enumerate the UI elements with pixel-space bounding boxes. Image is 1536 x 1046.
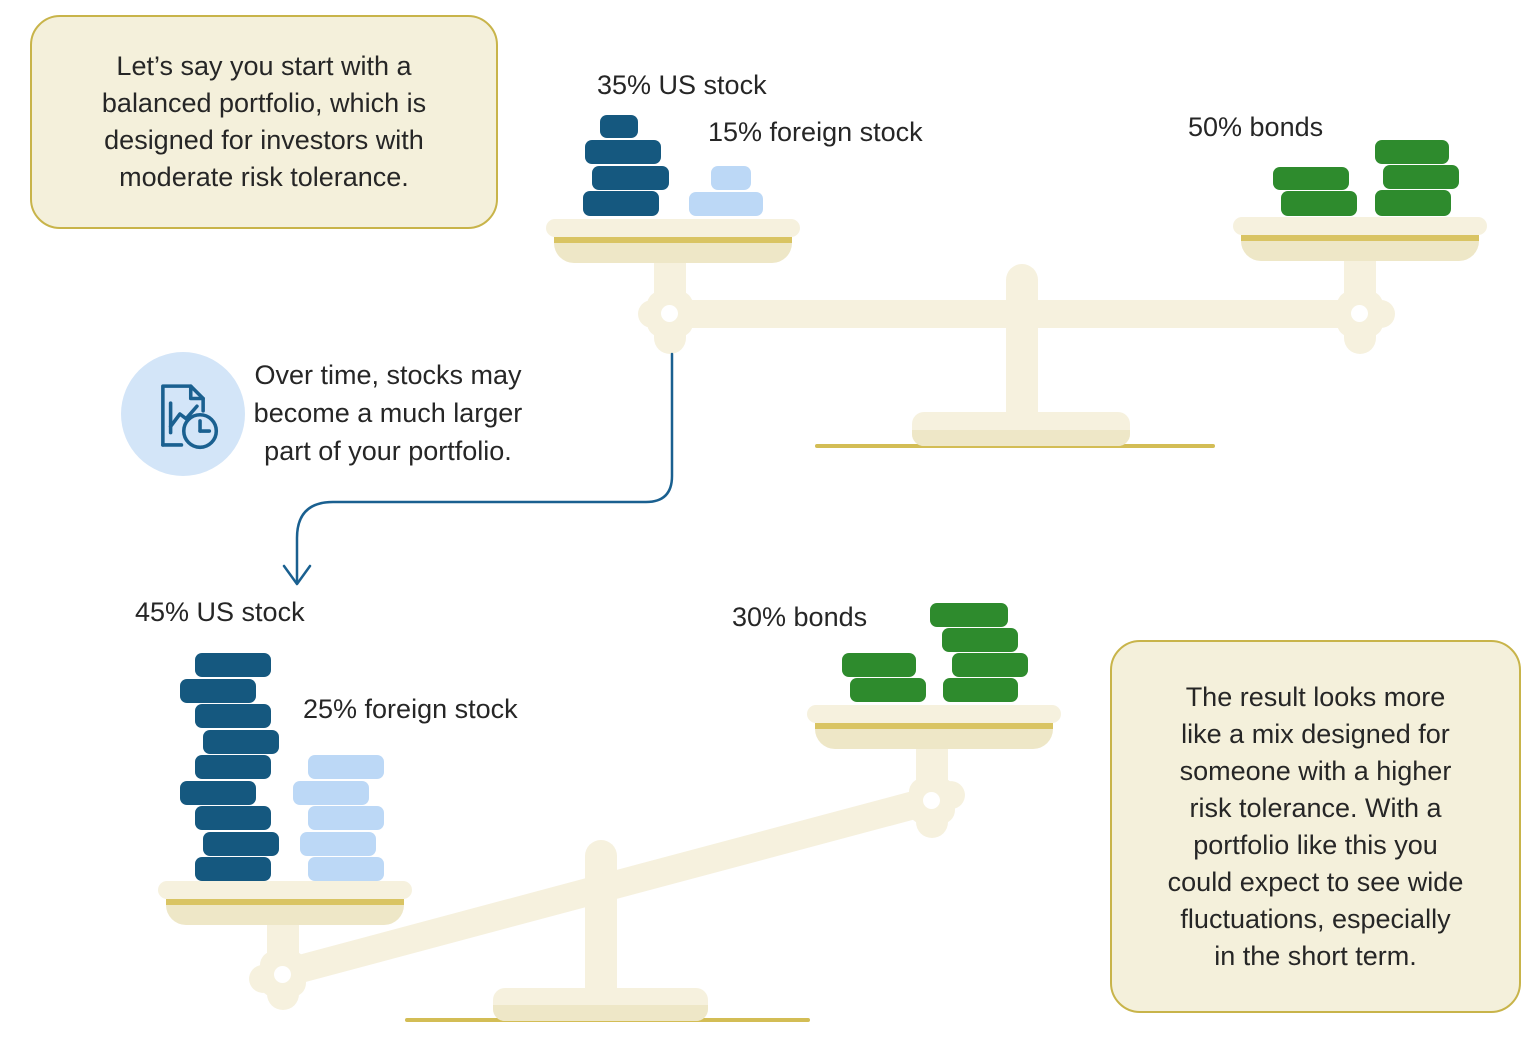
scale-post bbox=[1006, 264, 1038, 420]
us-stock-coin bbox=[203, 730, 279, 754]
us-stock-coin bbox=[600, 115, 638, 138]
foreign-stock-label-before: 15% foreign stock bbox=[708, 117, 923, 147]
scale-pan-right bbox=[1233, 217, 1487, 261]
foreign-stock-coin bbox=[689, 192, 763, 216]
intro-line: balanced portfolio, which is bbox=[101, 88, 427, 118]
us-stock-coin bbox=[195, 806, 271, 830]
foreign-stock-coin bbox=[711, 166, 751, 190]
result-line: portfolio like this you bbox=[1193, 829, 1438, 860]
result-callout: The result looks more like a mix designe… bbox=[1110, 640, 1521, 1013]
bond-coin bbox=[850, 678, 926, 702]
bonds-label-before: 50% bonds bbox=[1188, 112, 1324, 142]
result-line: The result looks more bbox=[1185, 681, 1446, 712]
pivot-hole bbox=[1351, 305, 1368, 322]
us-stock-coin bbox=[195, 704, 271, 728]
us-stock-coin bbox=[585, 140, 661, 164]
bond-coin bbox=[1383, 165, 1459, 189]
us-stock-coin bbox=[180, 679, 256, 703]
scale-base bbox=[912, 412, 1130, 446]
scale-base bbox=[493, 988, 708, 1021]
us-stock-coin bbox=[203, 832, 279, 856]
pivot-hole bbox=[923, 792, 940, 809]
intro-line: designed for investors with bbox=[104, 125, 424, 155]
bond-coin bbox=[942, 628, 1018, 652]
us-stock-coin bbox=[195, 653, 271, 677]
foreign-stock-coin bbox=[293, 781, 369, 805]
us-stock-coin bbox=[195, 755, 271, 779]
us-stock-coin bbox=[195, 857, 271, 881]
chart-clock-icon bbox=[121, 352, 245, 476]
result-line: someone with a higher bbox=[1179, 755, 1452, 786]
foreign-stock-coin bbox=[308, 755, 384, 779]
result-line: risk tolerance. With a bbox=[1189, 792, 1442, 823]
pivot-hole bbox=[661, 305, 678, 322]
us-stock-coin bbox=[583, 191, 659, 216]
foreign-stock-coin bbox=[308, 857, 384, 881]
bond-coin bbox=[1375, 190, 1451, 216]
scale-post bbox=[585, 840, 617, 992]
bond-coin bbox=[952, 653, 1028, 677]
us-stock-label-after: 45% US stock bbox=[135, 597, 305, 627]
intro-callout: Let’s say you start with a balanced port… bbox=[30, 15, 498, 229]
us-stock-label-before: 35% US stock bbox=[597, 70, 767, 100]
note-line: part of your portfolio. bbox=[264, 436, 512, 466]
note-line: Over time, stocks may bbox=[254, 360, 522, 390]
pivot-hole bbox=[274, 966, 291, 983]
result-line: fluctuations, especially bbox=[1180, 903, 1451, 934]
note-text: Over time, stocks may become a much larg… bbox=[238, 356, 538, 470]
bond-coin bbox=[842, 653, 916, 677]
result-line: in the short term. bbox=[1214, 940, 1417, 971]
bonds-label-after: 30% bonds bbox=[732, 602, 868, 632]
us-stock-coin bbox=[180, 781, 256, 805]
foreign-stock-coin bbox=[308, 806, 384, 830]
scale-pan-right bbox=[807, 705, 1061, 749]
us-stock-coin bbox=[592, 166, 669, 190]
result-line: could expect to see wide bbox=[1167, 866, 1464, 897]
bond-coin bbox=[930, 603, 1008, 627]
scale-pan-left bbox=[158, 881, 412, 925]
scale-pan-left bbox=[546, 219, 800, 263]
foreign-stock-coin bbox=[300, 832, 376, 856]
bond-coin bbox=[1273, 167, 1349, 190]
foreign-stock-label-after: 25% foreign stock bbox=[303, 694, 518, 724]
bond-coin bbox=[1281, 191, 1357, 216]
intro-line: moderate risk tolerance. bbox=[119, 162, 409, 192]
intro-line: Let’s say you start with a bbox=[116, 51, 412, 81]
result-line: like a mix designed for bbox=[1181, 718, 1450, 749]
bond-coin bbox=[1375, 140, 1449, 164]
note-line: become a much larger bbox=[253, 398, 523, 428]
scale-beam bbox=[638, 300, 1395, 328]
bond-coin bbox=[943, 678, 1018, 702]
ground-line bbox=[815, 444, 1215, 448]
